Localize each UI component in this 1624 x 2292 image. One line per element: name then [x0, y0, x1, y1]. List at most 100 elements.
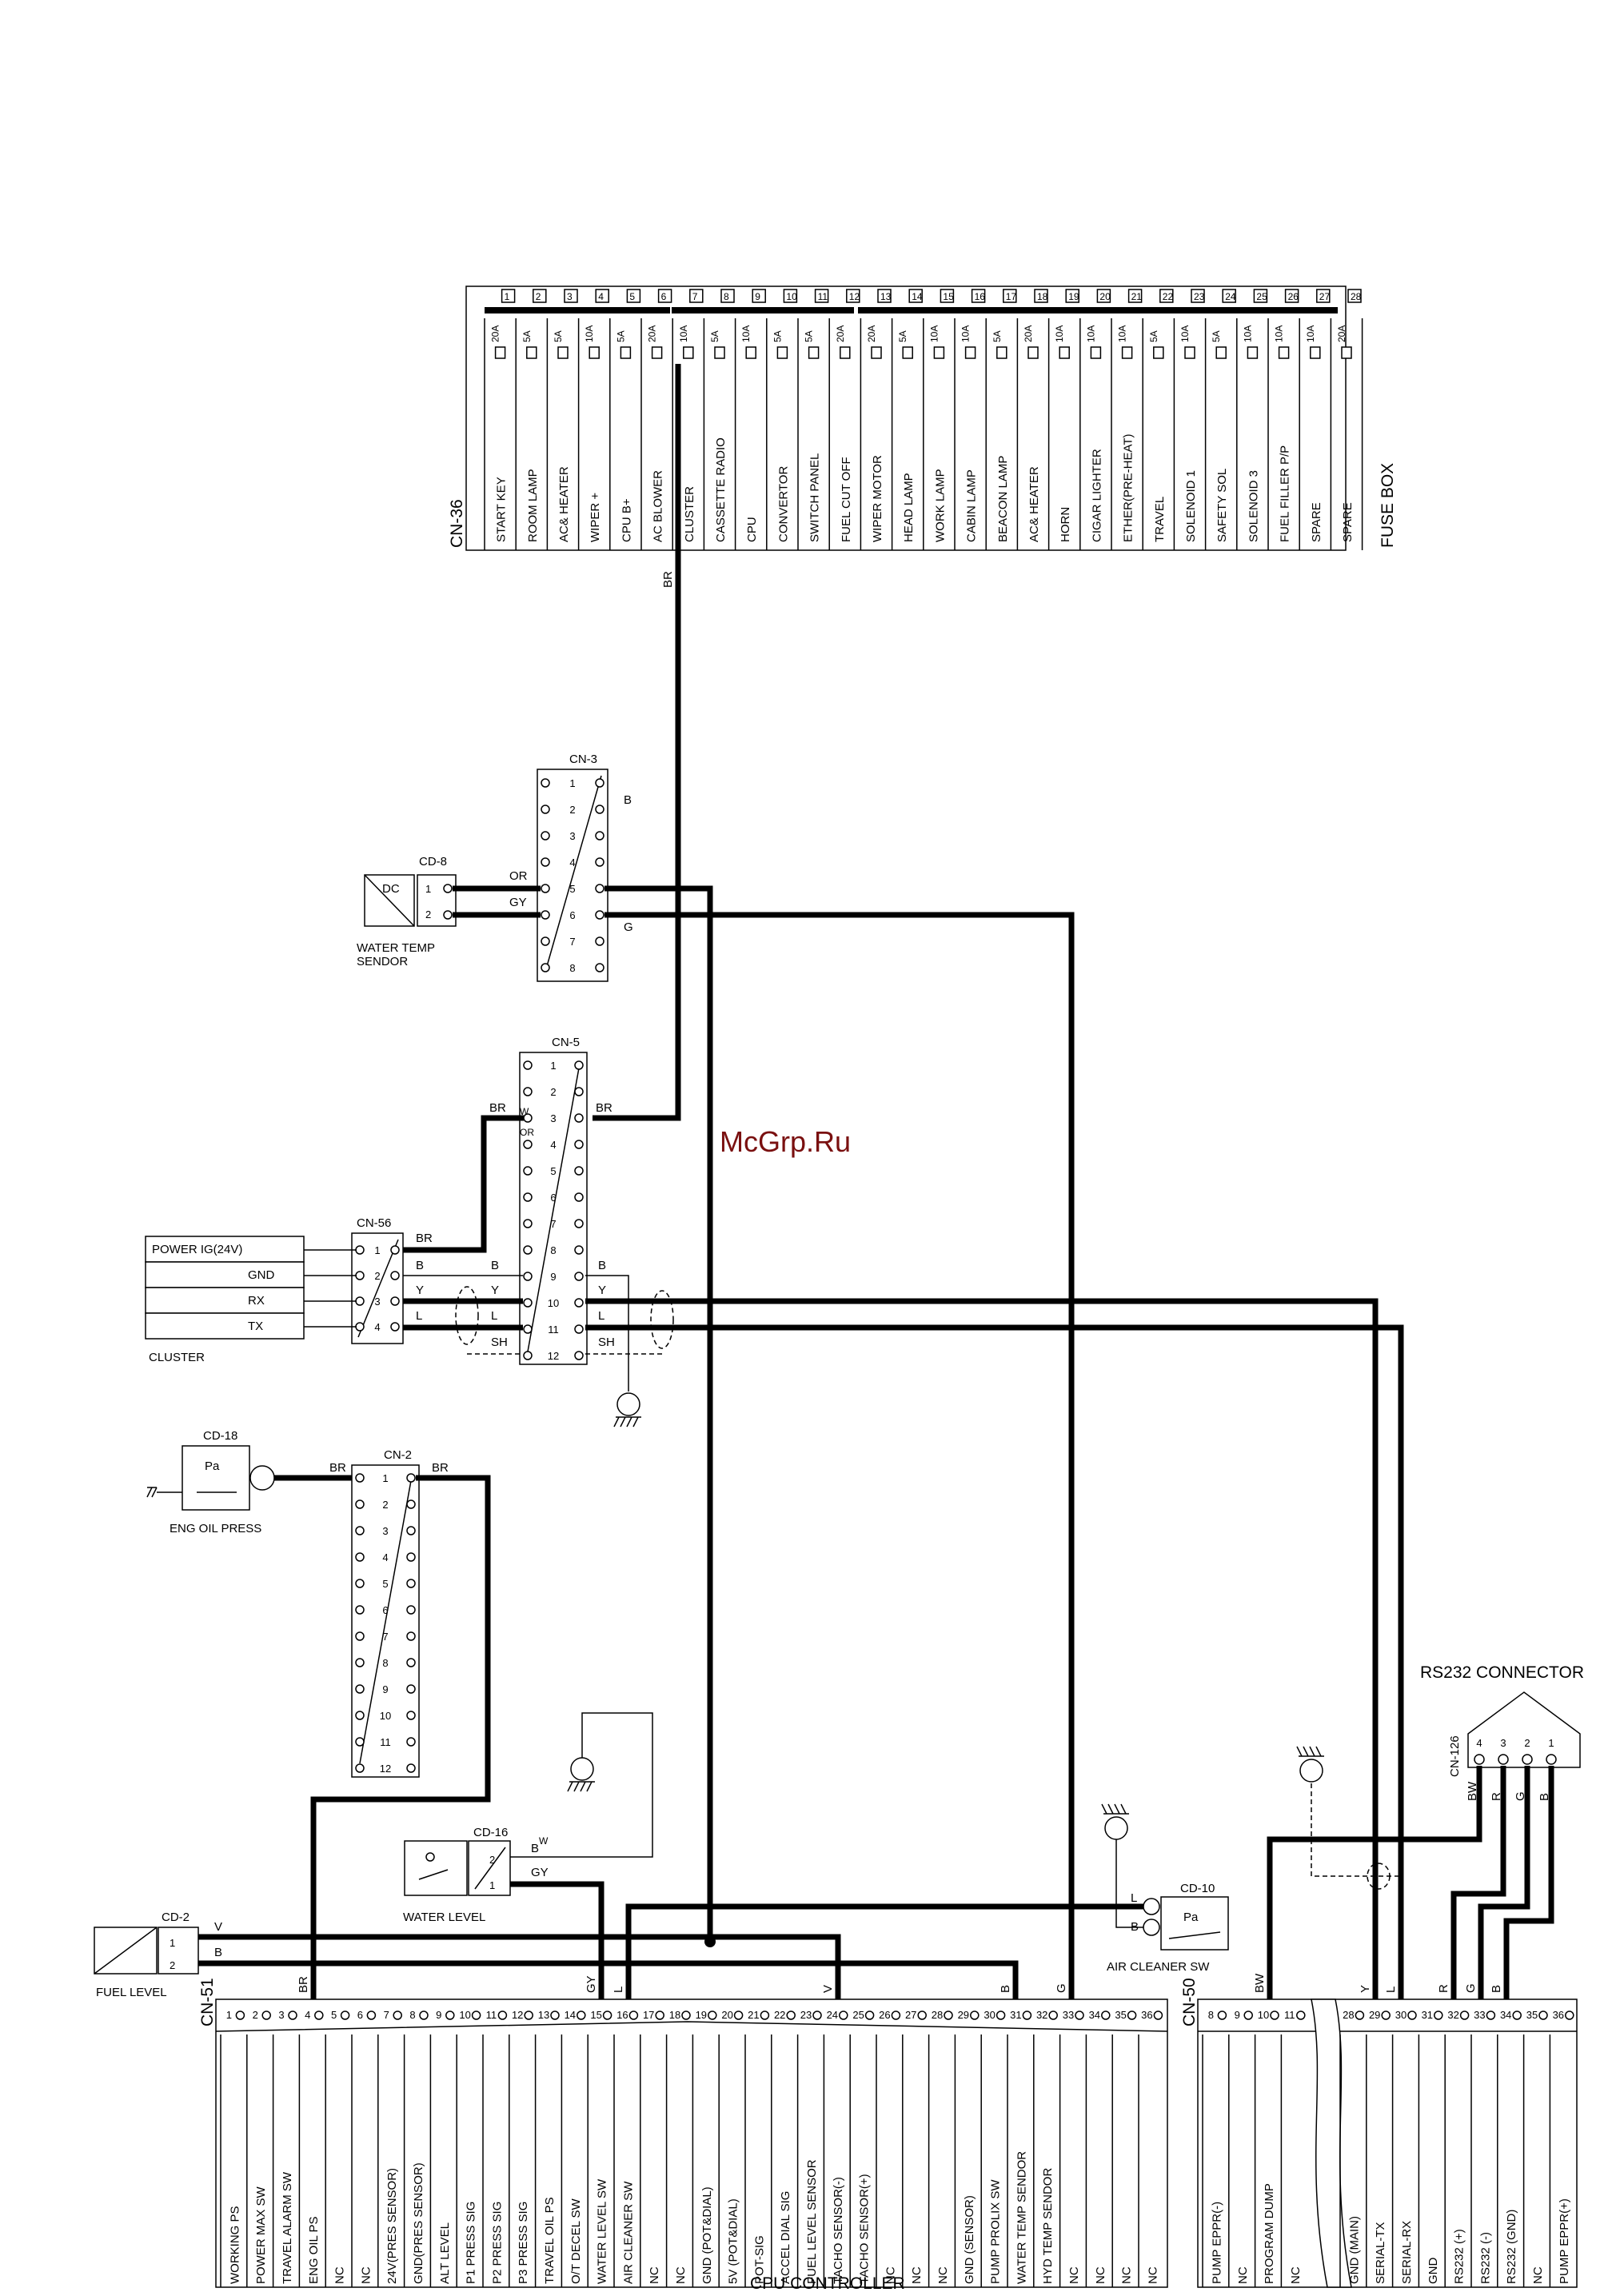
cn50-pin-number: 28	[1343, 2009, 1354, 2021]
fuse-label: TRAVEL	[1153, 497, 1167, 542]
cn126-label: CN-126	[1448, 1735, 1462, 1777]
fuse-amp: 10A	[928, 325, 940, 342]
connector-terminal	[595, 884, 605, 893]
connector-terminal	[390, 1322, 400, 1332]
cn51-pin-number: 20	[721, 2009, 732, 2021]
connector-terminal	[406, 1605, 416, 1615]
connector-pin-number: 4	[382, 1551, 388, 1563]
cn51-terminal	[550, 2010, 560, 2020]
cn50-terminal	[1565, 2010, 1574, 2020]
g-wire-rs232-cn50	[1478, 1766, 1530, 1999]
cd8-diagonal	[364, 874, 415, 927]
fuse-icon	[494, 346, 506, 359]
cn51-pin-number: 30	[984, 2009, 995, 2021]
fuse-number-box	[814, 289, 829, 303]
connector-pin-number: 4	[569, 857, 575, 868]
fuse-number-box	[1284, 289, 1299, 303]
cn51-pin-label: POT-SIG	[752, 2235, 766, 2284]
fuse-number: 8	[724, 291, 729, 302]
cn51-terminal	[864, 2010, 875, 2020]
fuse-number-box	[1096, 289, 1111, 303]
cn51-b-label: B	[999, 1985, 1012, 1993]
cd2-pin-2: 2	[170, 1959, 175, 1971]
connector-terminal	[523, 1060, 533, 1070]
cn51-pin-number: 10	[459, 2009, 470, 2021]
connector-pin-number: 9	[382, 1683, 388, 1695]
fuse-amp: 5A	[1211, 330, 1222, 342]
fuse-amp: 5A	[804, 330, 815, 342]
cluster-row-label: RX	[248, 1294, 265, 1308]
cn51-terminal	[261, 2010, 271, 2020]
connector-terminal	[574, 1272, 584, 1281]
cn51-pin-number: 22	[774, 2009, 785, 2021]
cn50-pin-label: RS232 (+)	[1453, 2229, 1466, 2284]
fuse-number: 13	[880, 291, 892, 302]
cn51-pin-label: ACCEL DIAL SIG	[779, 2191, 792, 2284]
fuse-icon	[1090, 346, 1102, 359]
fuse-icon	[1215, 346, 1227, 359]
connector-pin-number: 9	[550, 1271, 556, 1283]
cn51-pin-number: 15	[590, 2009, 601, 2021]
cn50-pin-number: 11	[1284, 2009, 1295, 2021]
cn51-pin-number: 7	[384, 2009, 389, 2021]
fuse-number-box	[689, 289, 704, 303]
connector-pin-number: 8	[550, 1244, 556, 1256]
cn51-pin-number: 9	[436, 2009, 441, 2021]
cn50-y-label: Y	[1359, 1985, 1372, 1993]
cd8-caption-2: SENDOR	[357, 955, 408, 968]
fuse-amp: 20A	[1336, 325, 1347, 342]
cd10-switch	[1168, 1931, 1221, 1939]
connector-terminal	[574, 1324, 584, 1334]
fuse-icon	[1278, 346, 1290, 359]
rs232-wire-label: G	[1514, 1791, 1527, 1801]
fuse-icon	[1059, 346, 1070, 359]
connector-pin-number: 3	[569, 830, 575, 842]
connector-terminal	[541, 778, 550, 788]
connector-terminal	[355, 1605, 365, 1615]
cn2-br2-label: BR	[432, 1461, 449, 1475]
connector-terminal	[595, 805, 605, 814]
connector-pin-number: 6	[382, 1604, 388, 1616]
b-wire-cd2-cn51	[198, 1960, 1019, 1999]
fuse-number: 12	[849, 291, 860, 302]
connector-pin-number: 11	[380, 1736, 391, 1748]
connector-pin-number: 10	[548, 1297, 559, 1309]
connector-pin-number: 5	[382, 1578, 388, 1590]
cn50-terminal	[1434, 2010, 1443, 2020]
fuse-number-box	[877, 289, 892, 303]
cd2-b-label: B	[214, 1946, 222, 1959]
b-wire-cd16-ground	[510, 1712, 653, 1858]
cn51-pin-label: GND(PRES SENSOR)	[412, 2162, 425, 2284]
fuse-icon	[902, 346, 913, 359]
connector-pin-number: 7	[382, 1631, 388, 1643]
cn3-gy-wire-label: GY	[509, 896, 527, 909]
cn5-w-label: W	[520, 1106, 529, 1117]
fuse-label: HEAD LAMP	[902, 473, 916, 542]
cd8-water-temp-sendor: CD-8 DC 1 2 WATER TEMP SENDOR	[357, 855, 457, 968]
cn51-pin-label: TRAVEL OIL PS	[543, 2197, 557, 2284]
cd10-inner: Pa	[1183, 1911, 1199, 1924]
cn51-terminal	[760, 2010, 770, 2020]
cn5-br-label: BR	[489, 1101, 506, 1115]
fuse-number-box	[533, 289, 547, 303]
fuse-amp: 10A	[1054, 325, 1065, 342]
r-wire-rs232-cn50	[1450, 1766, 1506, 1999]
connector-terminal	[406, 1684, 416, 1694]
cn51-terminal	[708, 2010, 717, 2020]
fuse-number-box	[1159, 289, 1174, 303]
cn50-pin-number: 35	[1526, 2009, 1538, 2021]
cn5-l2-label: L	[598, 1309, 605, 1323]
cn51-terminal	[944, 2010, 953, 2020]
fuse-icon	[871, 346, 882, 359]
connector-terminal	[523, 1298, 533, 1308]
connector-terminal	[406, 1658, 416, 1667]
connector-terminal	[523, 1351, 533, 1360]
rs232-pin-number: 2	[1524, 1737, 1530, 1749]
fuse-amp: 10A	[1085, 325, 1096, 342]
cn5-y2-label: Y	[598, 1284, 606, 1297]
cd8-inner-label: DC	[382, 882, 400, 896]
fuse-icon	[745, 346, 756, 359]
